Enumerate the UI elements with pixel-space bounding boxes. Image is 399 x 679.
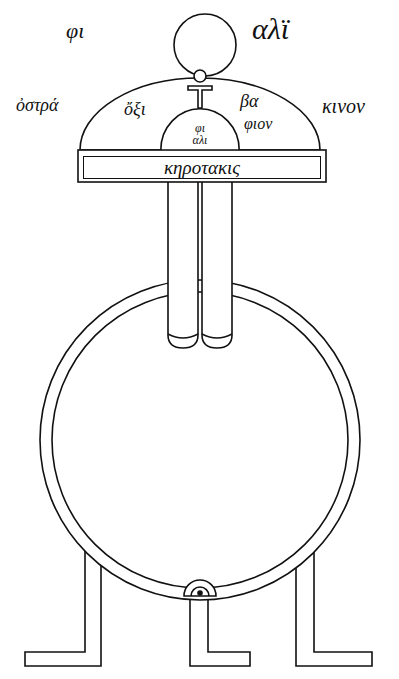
inner-dome: φι αλι <box>160 108 240 150</box>
inner-ring <box>52 292 348 588</box>
bottom-cup <box>184 580 216 596</box>
band-frame <box>78 150 326 182</box>
bottom-dot <box>198 591 202 595</box>
left-tube <box>168 180 198 348</box>
flask-label: αλϊ <box>252 14 289 44</box>
dome-label: φι αλι <box>188 122 212 146</box>
dome-path <box>161 109 239 150</box>
flask-label: φι <box>66 20 84 42</box>
vessel-label: κινον <box>322 96 365 116</box>
vessel-label: φιον <box>244 116 272 132</box>
kerotakis-band: κηροτακις <box>83 156 321 179</box>
flask-circle <box>174 14 236 76</box>
hook-ring <box>194 70 206 82</box>
vessel-label: ὄξι <box>124 100 146 118</box>
left-tube-cap <box>168 334 198 338</box>
vessel-label: βα <box>240 92 258 110</box>
bottom-cup-inner <box>191 587 209 596</box>
outer-dome <box>80 78 320 150</box>
outer-ring <box>40 280 360 600</box>
band-label: κηροτακις <box>84 158 320 177</box>
right-tube-cap <box>202 334 232 338</box>
t-rod <box>188 86 212 108</box>
right-tube <box>202 180 232 348</box>
vessel-label: ὀστρά <box>16 96 58 114</box>
